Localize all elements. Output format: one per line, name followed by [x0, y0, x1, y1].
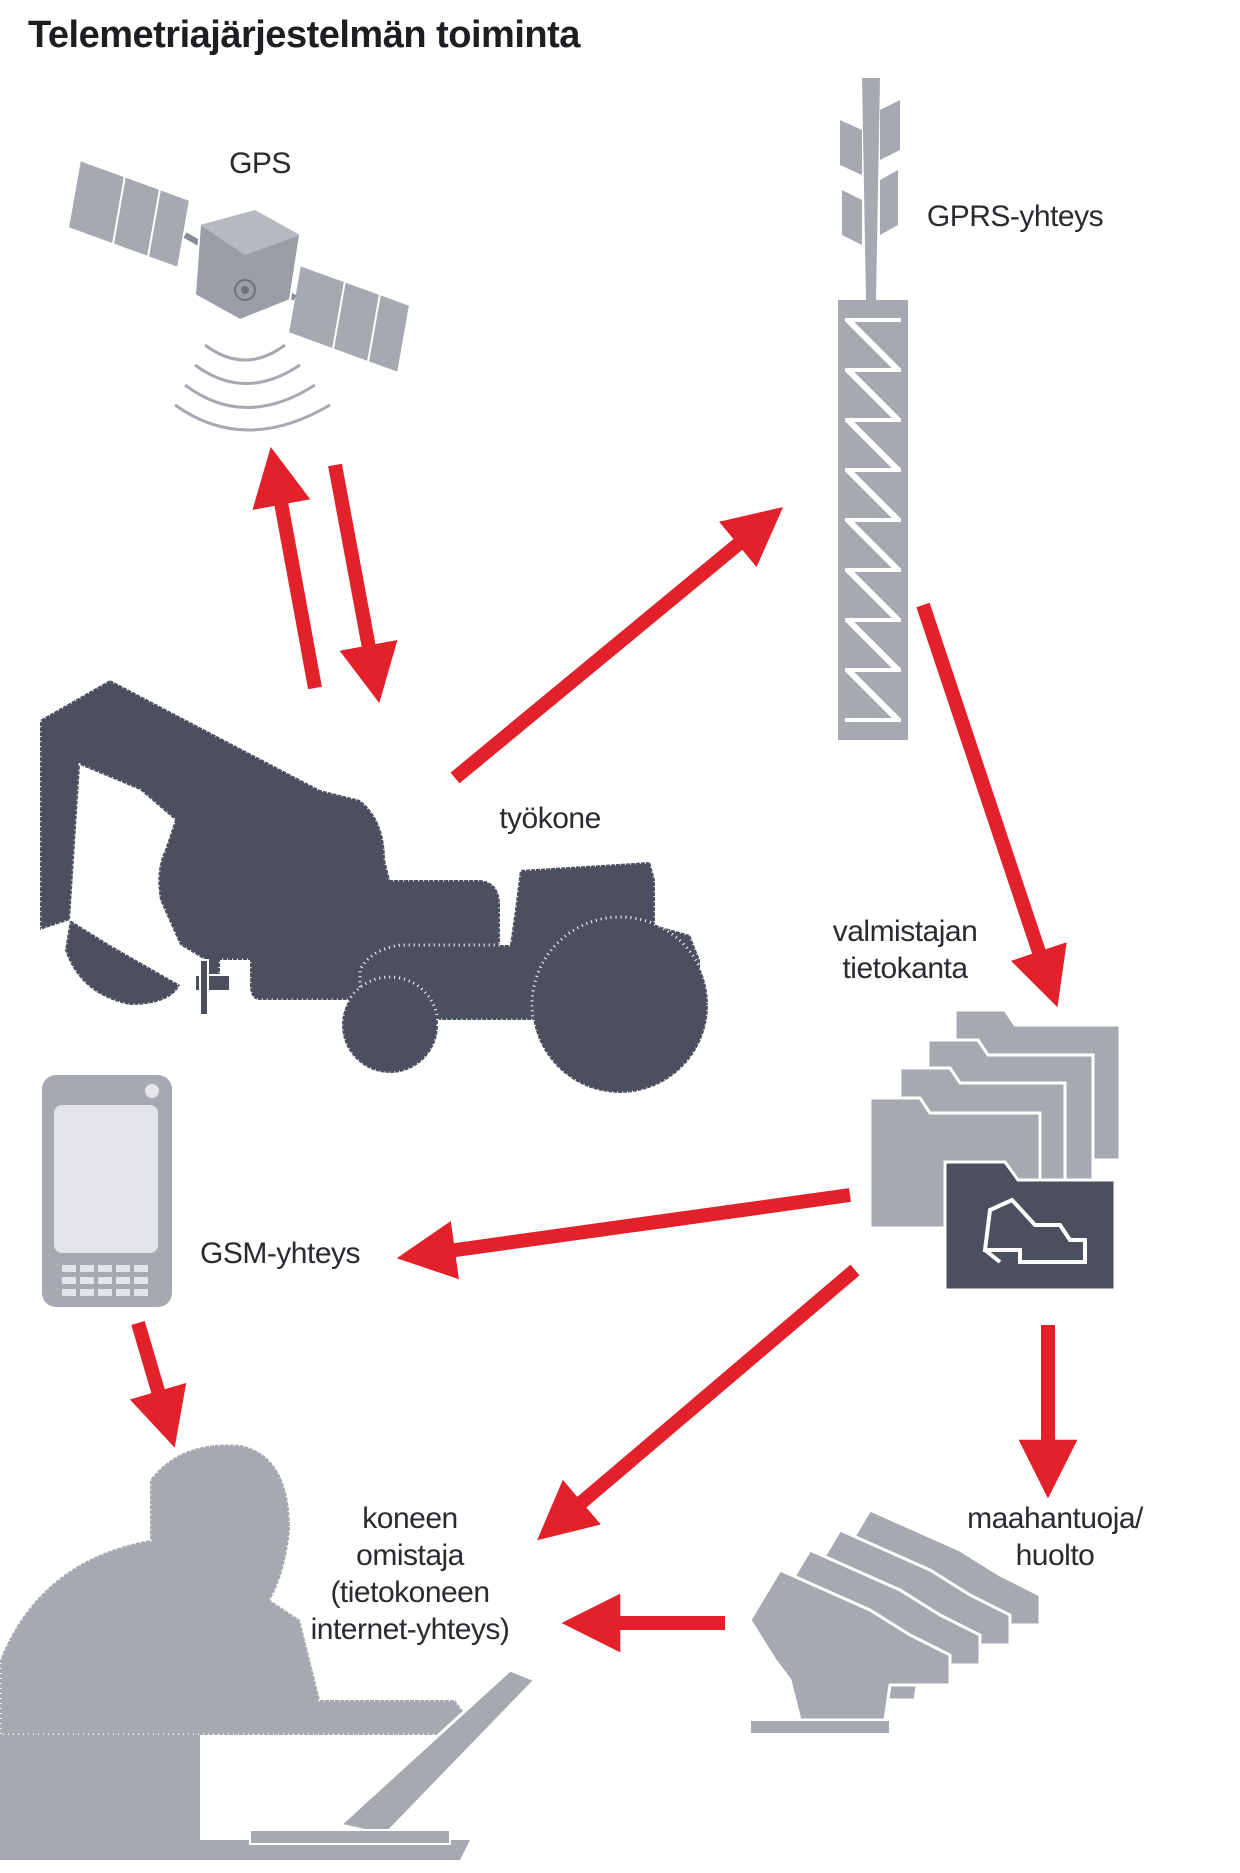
- diagram-title: Telemetriajärjestelmän toiminta: [28, 14, 580, 56]
- satellite-icon: [66, 158, 412, 432]
- machine-label: työkone: [499, 802, 601, 835]
- importer-label-line-1: maahantuoja/: [967, 1502, 1143, 1535]
- owner-label-line-4: internet-yhteys): [310, 1613, 510, 1646]
- importer-label: maahantuoja/ huolto: [950, 1500, 1160, 1574]
- arrow-machine-to-tower: [450, 507, 784, 784]
- arrow-tower-to-database: [916, 602, 1067, 1008]
- arrow-gps-to-machine: [328, 463, 398, 704]
- folders-icon: [868, 1008, 1122, 1292]
- tractor-icon: [194, 860, 710, 1095]
- phone-icon: [42, 1075, 172, 1307]
- gps-label: GPS: [229, 147, 291, 180]
- database-label-line-1: valmistajan: [832, 915, 978, 948]
- owner-label-line-3: (tietokoneen: [330, 1576, 490, 1609]
- database-label-line-2: tietokanta: [842, 952, 968, 985]
- person-laptop-icon: [0, 1442, 538, 1860]
- gsm-label: GSM-yhteys: [199, 1237, 361, 1270]
- importer-label-line-2: huolto: [1015, 1539, 1095, 1572]
- arrow-database-to-owner: [537, 1264, 860, 1541]
- owner-label-line-2: omistaja: [356, 1539, 464, 1572]
- arrow-machine-to-gps: [252, 446, 322, 690]
- flow-arrows: [129, 446, 1078, 1653]
- database-label: valmistajan tietokanta: [800, 913, 1010, 987]
- excavator-icon: [38, 678, 502, 1007]
- radio-tower-icon: [838, 78, 908, 740]
- excavators-stack-icon: [748, 1508, 1042, 1735]
- owner-label: koneen omistaja (tietokoneen internet-yh…: [285, 1500, 535, 1648]
- owner-label-line-1: koneen: [362, 1502, 458, 1535]
- arrow-phone-to-owner: [129, 1321, 187, 1448]
- arrow-database-to-gsm: [396, 1188, 851, 1280]
- gprs-label: GPRS-yhteys: [926, 200, 1104, 233]
